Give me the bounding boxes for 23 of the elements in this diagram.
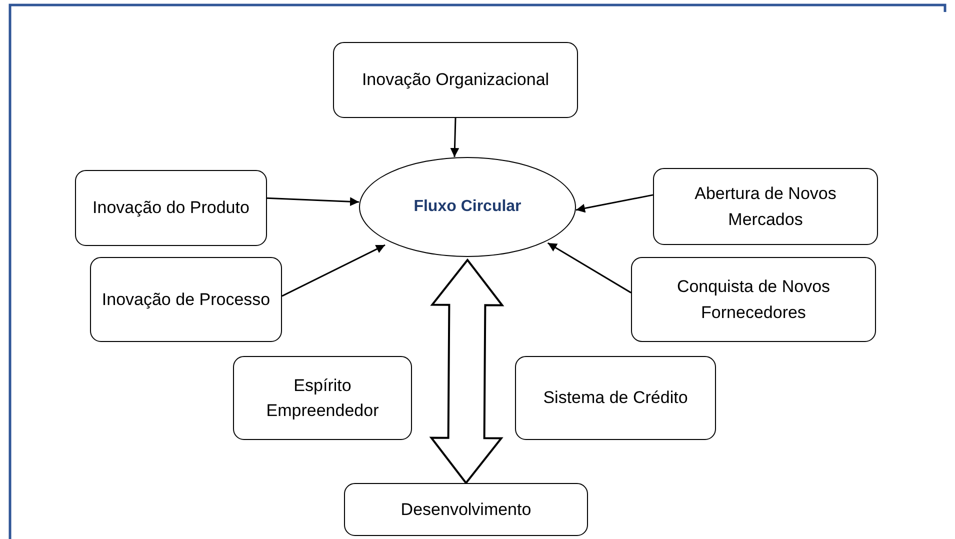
process-box (653, 168, 878, 245)
double-block-arrow (429, 258, 504, 485)
process-box (233, 356, 412, 440)
node-text: Inovação de Processo (102, 288, 270, 311)
process-box (90, 257, 282, 342)
process-box (631, 257, 876, 342)
process-box (515, 356, 716, 440)
arrow (576, 194, 654, 213)
node-text: Abertura de Novos Mercados (694, 183, 838, 230)
node-text: Inovação do Produto (92, 197, 250, 220)
node-text: Sistema de Crédito (543, 387, 688, 410)
arrow (450, 118, 460, 158)
node-text: Desenvolvimento (400, 498, 532, 521)
process-box (333, 42, 578, 118)
process-box (75, 170, 267, 246)
arrow (266, 197, 360, 206)
process-box (344, 483, 588, 536)
node-text: Conquista de Novos Fornecedores (676, 276, 832, 324)
node-text: Inovação Organizacional (362, 69, 550, 92)
node-text: Fluxo Circular (414, 197, 522, 218)
arrow (282, 244, 386, 297)
arrow (547, 242, 632, 294)
node-text: Espírito Empreendedor (265, 374, 380, 422)
